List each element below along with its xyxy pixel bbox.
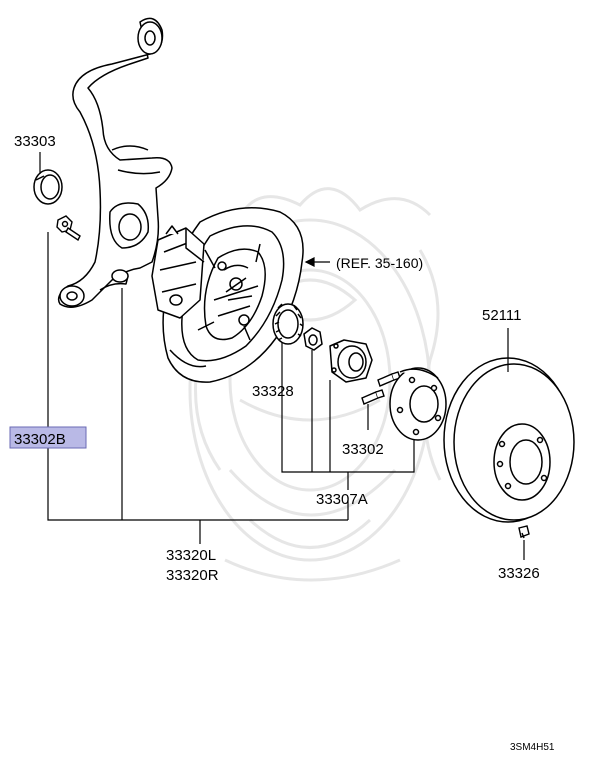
bearing-part[interactable] (272, 303, 304, 345)
label-33328[interactable]: 33328 (252, 383, 294, 400)
label-33326[interactable]: 33326 (498, 565, 540, 582)
highlight-box (9, 426, 87, 449)
bolt-part[interactable] (56, 215, 81, 242)
hub-bearing-part[interactable] (329, 339, 373, 383)
label-33307a[interactable]: 33307A (316, 491, 368, 508)
label-33302[interactable]: 33302 (342, 441, 384, 458)
label-52111[interactable]: 52111 (482, 307, 522, 324)
caliper-block (151, 225, 205, 319)
label-33320l[interactable]: 33320L (166, 547, 216, 564)
label-33302b[interactable]: 33302B (14, 431, 66, 448)
lock-nut-part[interactable] (303, 327, 323, 351)
leader-lines (39, 152, 525, 560)
reference-label: (REF. 35-160) (336, 255, 423, 271)
drawing-code: 3SM4H51 (510, 742, 555, 753)
disc-screw-part[interactable] (518, 525, 530, 539)
label-33320r[interactable]: 33320R (166, 567, 219, 584)
hub-flange-part[interactable] (389, 367, 447, 441)
dust-cap-part[interactable] (33, 169, 63, 205)
part-labels: 33303 33302B 52111 33328 33302 33307A 33… (14, 133, 555, 753)
brake-disc-part[interactable] (443, 357, 575, 523)
knuckle-assembly (57, 17, 173, 308)
label-33303[interactable]: 33303 (14, 133, 56, 150)
